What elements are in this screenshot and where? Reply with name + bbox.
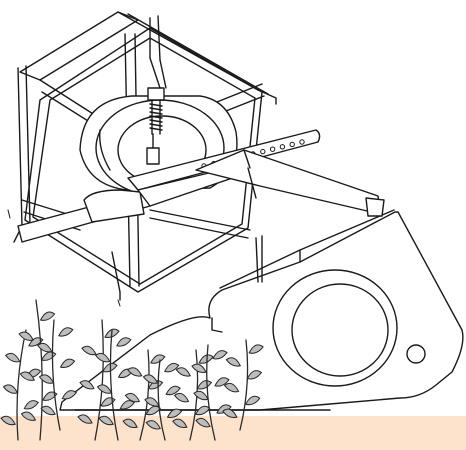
plant-leaf — [246, 370, 263, 380]
plant-leaf — [163, 362, 180, 373]
plant-leaf — [142, 374, 159, 384]
plant-leaf — [144, 397, 160, 407]
plant-leaf — [95, 352, 111, 363]
plant-leaf — [79, 380, 95, 390]
arm-hole — [279, 144, 286, 150]
plant-leaf — [124, 392, 141, 403]
plant-leaf — [42, 391, 58, 401]
plant-leaf — [59, 358, 76, 369]
small-pulley-icon — [406, 344, 426, 364]
plant-leaf — [37, 342, 53, 353]
plant-leaf — [172, 418, 188, 429]
arm-hole — [269, 146, 276, 152]
plant-leaf — [195, 417, 211, 428]
plant-leaf — [61, 390, 77, 400]
plant-leaf — [212, 350, 228, 360]
plant-stem — [51, 319, 61, 431]
plant-leaf — [58, 327, 74, 337]
plant-stem — [16, 329, 27, 441]
plant-leaf — [38, 374, 55, 384]
plant-stem — [139, 349, 150, 441]
plant-stem — [239, 339, 249, 431]
crop-plants-icon — [0, 299, 264, 441]
plant-leaf — [40, 351, 57, 361]
arm-hole — [260, 148, 266, 155]
plant-leaf — [77, 414, 93, 424]
plant-leaf — [0, 415, 16, 426]
chute-connector — [117, 235, 263, 307]
plant-leaf — [191, 363, 207, 374]
plant-leaf — [244, 395, 261, 406]
plant-leaf — [198, 354, 214, 364]
plant-leaf — [173, 392, 190, 403]
plant-leaf — [20, 411, 37, 421]
plant-leaf — [216, 404, 232, 414]
plant-leaf — [193, 390, 209, 401]
plant-stem — [157, 359, 166, 441]
plant-leaf — [81, 345, 97, 356]
plant-leaf — [175, 367, 192, 377]
plant-leaf — [225, 357, 242, 367]
plant-leaf — [196, 380, 213, 390]
drive-wheel-icon — [272, 269, 398, 387]
arm-hole — [299, 139, 305, 145]
plant-leaf — [145, 405, 161, 416]
plant-leaf — [119, 400, 135, 410]
plant-leaf — [248, 344, 264, 354]
plant-leaf — [150, 354, 166, 364]
plant-leaf — [5, 352, 21, 363]
plant-stem — [206, 344, 216, 441]
plant-leaf — [39, 311, 56, 321]
plant-stem — [94, 319, 104, 441]
arm-hole — [289, 141, 295, 148]
plant-leaf — [116, 337, 132, 347]
tension-spring-icon — [146, 57, 167, 165]
ground-strip — [0, 416, 466, 450]
plant-stem — [109, 329, 119, 441]
plant-leaf — [19, 371, 36, 381]
plant-leaf — [98, 415, 114, 426]
plant-leaf — [96, 384, 113, 394]
plant-leaf — [18, 331, 34, 341]
plant-leaf — [2, 384, 19, 394]
plant-leaf — [127, 367, 143, 377]
plant-leaf — [165, 385, 181, 396]
plant-leaf — [40, 405, 56, 416]
cross-beam — [17, 149, 385, 243]
plant-leaf — [122, 418, 138, 429]
plant-leaf — [222, 408, 238, 419]
plant-leaf — [145, 420, 162, 430]
plant-leaf — [23, 400, 39, 410]
plant-leaf — [214, 377, 230, 387]
plant-leaf — [223, 382, 240, 393]
plant-stem — [35, 299, 43, 441]
plant-leaf — [166, 408, 183, 419]
